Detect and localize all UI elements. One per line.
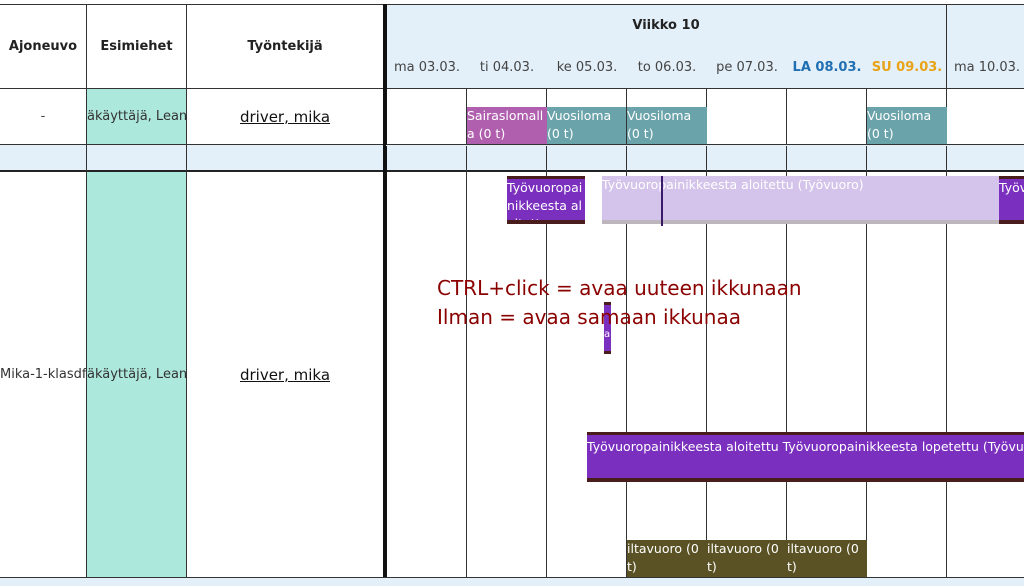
bottom-strip (0, 577, 1024, 586)
row2-event-shift-right[interactable]: Työvuoropainikkeesta aloitettu Työvuorop… (999, 176, 1024, 224)
day-header-7: ma 10.03. (953, 60, 1021, 75)
grid-top-line (0, 4, 1024, 5)
column-header-employee[interactable]: Työntekijä (247, 38, 323, 54)
supervisor-cell-bg-row2 (87, 172, 186, 577)
row2-event-evening-shift-3[interactable]: iltavuoro (0 t) (787, 540, 867, 577)
row2-event-small-marker[interactable]: a (604, 302, 611, 354)
row2-event-shift-started[interactable]: Työvuoropainikkeesta aloitettu (507, 176, 585, 224)
grid-vline-day2 (466, 89, 467, 577)
grid-vline-day5 (706, 89, 707, 577)
column-header-vehicle[interactable]: Ajoneuvo (8, 38, 78, 54)
supervisor-cell-bg-row1 (87, 89, 186, 144)
row1-vehicle: - (40, 109, 46, 124)
calendar-header-bg (386, 4, 1024, 88)
row2-event-long-shift[interactable]: Työvuoropainikkeesta aloitettu Työvuorop… (587, 432, 1024, 482)
tooltip-line-1: CTRL+click = avaa uuteen ikkunaan (437, 276, 802, 300)
week-label: Viikko 10 (632, 18, 700, 33)
row2-event-divider (661, 176, 663, 226)
row1-event-vacation-2[interactable]: Vuosiloma (0 t) (627, 107, 707, 144)
column-header-supervisors[interactable]: Esimiehet (100, 38, 173, 54)
separator-bottom-line (0, 170, 1024, 172)
grid-vline-day8 (946, 4, 947, 577)
row2-event-evening-shift-1[interactable]: iltavuoro (0 t) (627, 540, 707, 577)
row1-event-vacation-3[interactable]: Vuosiloma (0 t) (867, 107, 947, 144)
day-header-4: pe 07.03. (716, 60, 778, 75)
grid-row1-bottom-line (0, 144, 1024, 145)
day-header-2: ke 05.03. (556, 60, 618, 75)
grid-vline-day3 (546, 89, 547, 577)
row2-vehicle: Mika-1-klasdf (0, 367, 86, 382)
row2-event-evening-shift-2[interactable]: iltavuoro (0 t) (707, 540, 787, 577)
grid-vline-supervisor (186, 4, 187, 577)
grid-vline-day6 (786, 89, 787, 577)
separator-top-line (386, 145, 1024, 146)
row1-event-vacation-1[interactable]: Vuosiloma (0 t) (547, 107, 626, 144)
grid-bottom-line (0, 577, 1024, 578)
row2-supervisor: äkäyttäjä, Leanv (87, 367, 186, 382)
grid-vline-vehicle (86, 4, 87, 577)
grid-vline-day7 (866, 89, 867, 577)
grid-header-bottom-line (0, 88, 1024, 89)
row2-event-light-shift[interactable]: Työvuoropainikkeesta aloitettu (Työvuoro… (602, 176, 1024, 224)
day-header-5: LA 08.03. (792, 60, 862, 75)
row1-employee-link[interactable]: driver, mika (239, 107, 331, 126)
grid-vline-day4 (626, 89, 627, 577)
day-header-0: ma 03.03. (393, 60, 461, 75)
day-header-1: ti 04.03. (479, 60, 535, 75)
row2-employee-link[interactable]: driver, mika (239, 365, 331, 384)
grid-thick-divider (383, 4, 387, 577)
day-header-6: SU 09.03. (871, 60, 943, 75)
day-header-3: to 06.03. (637, 60, 697, 75)
tooltip-line-2: Ilman = avaa samaan ikkunaa (437, 305, 741, 329)
row1-event-sick-leave[interactable]: Sairaslomalla (0 t) (467, 107, 547, 144)
row1-supervisor: äkäyttäjä, Leanv (87, 109, 186, 124)
group-separator-band (0, 145, 1024, 170)
